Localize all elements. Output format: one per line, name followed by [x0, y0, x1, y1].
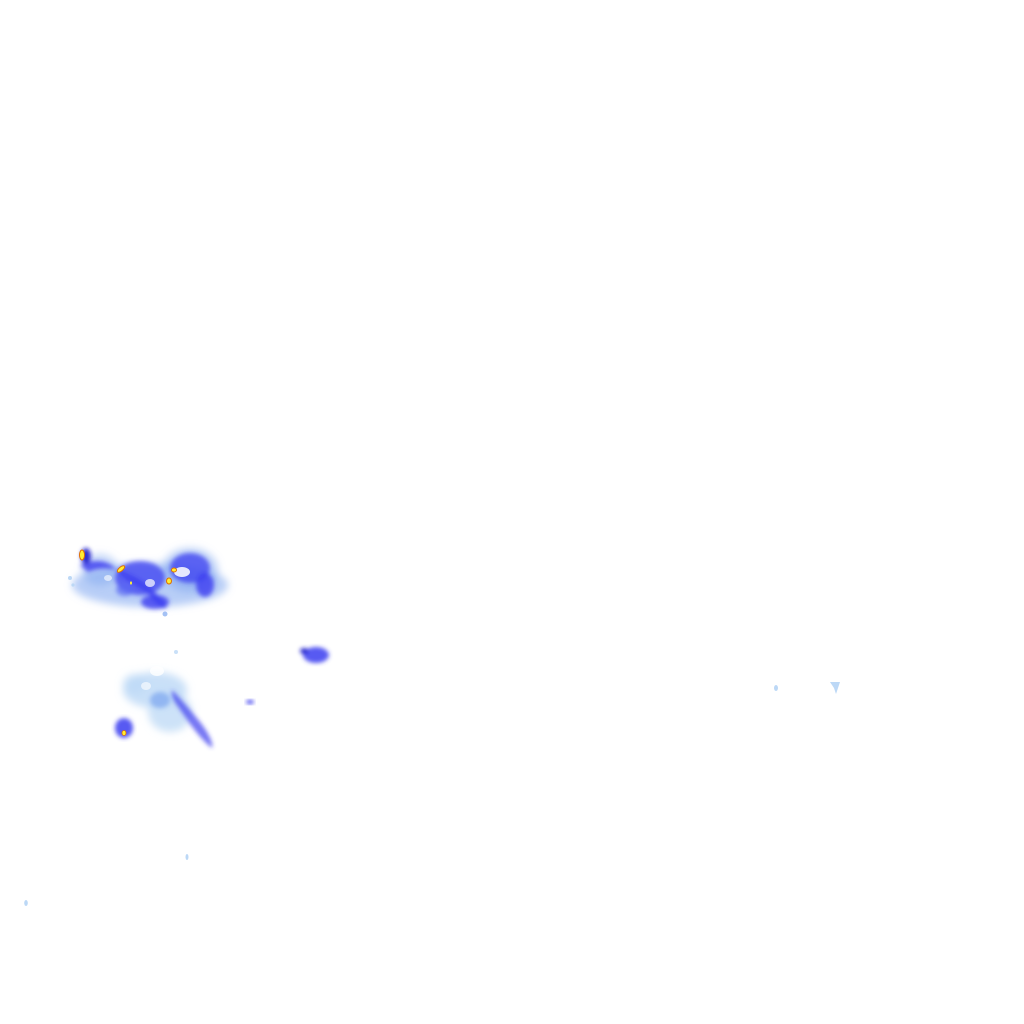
rain-cell-southwest: [115, 718, 133, 738]
rain-specks-south: [24, 854, 189, 906]
rain-specks-east: [774, 682, 840, 694]
rain-speckles-north: [68, 576, 178, 654]
rain-band-south: [123, 666, 213, 748]
rain-cell-north-cores: [79, 549, 177, 585]
rain-band-south-moderate: [150, 690, 213, 748]
rain-cell-north-holes: [104, 567, 190, 587]
rain-band-south-holes: [141, 666, 164, 690]
rain-cell-southwest-core: [121, 730, 127, 736]
rain-cell-central: [300, 647, 329, 663]
rain-speck-center: [246, 699, 254, 705]
rain-cell-cluster-north: [68, 548, 228, 654]
